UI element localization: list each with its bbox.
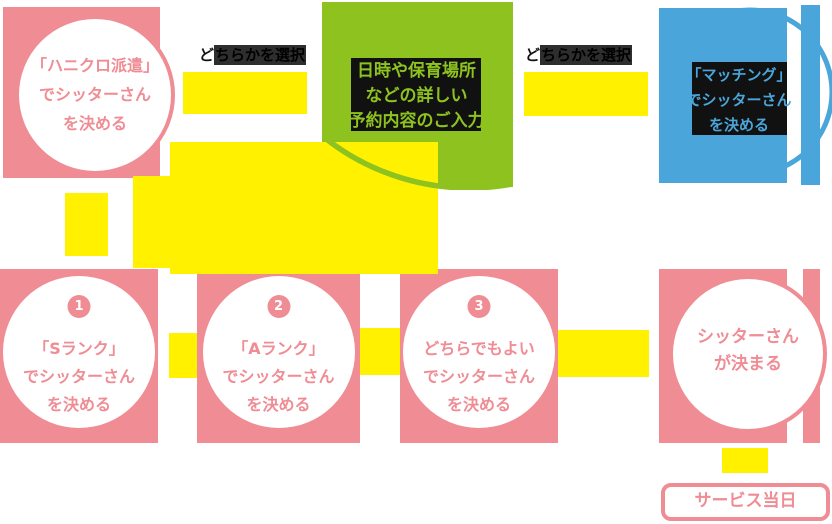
- step-badge-1: 1: [67, 295, 91, 318]
- rank-s-step-box: 1 「Sランク」 でシッターさん を決める: [0, 269, 158, 443]
- select-label-right-highlight: ちらかを選択: [540, 45, 633, 65]
- rank-a-line-3: を決める: [246, 395, 311, 414]
- decided-circle: シッターさん が決まる: [669, 275, 827, 433]
- reservation-input-line-1: 日時や保育場所: [357, 61, 476, 81]
- rank-s-line-2: でシッターさん: [22, 367, 135, 386]
- dispatch-circle: [15, 15, 175, 175]
- reservation-input-text-backdrop: [351, 58, 481, 131]
- select-label-right: どちらかを選択: [525, 44, 633, 65]
- rank-a-label: 「Aランク」 でシッターさん を決める: [197, 335, 360, 419]
- matching-side-strip: [801, 5, 820, 185]
- either-label: どちらでもよい でシッターさん を決める: [400, 335, 558, 419]
- decided-line-1: シッターさん: [697, 327, 799, 347]
- flow-blob-main: [170, 142, 438, 274]
- dispatch-line-2: でシッターさん: [38, 85, 151, 104]
- select-label-left-prefix: ど: [199, 46, 215, 64]
- arrow-left-block: [183, 72, 307, 114]
- either-line-2: でシッターさん: [422, 367, 535, 386]
- reservation-input-line-2: などの詳しい: [365, 86, 468, 106]
- reservation-input-label: 日時や保育場所 などの詳しい 予約内容のご入力: [316, 59, 517, 134]
- dispatch-line-1: 「ハニクロ派遣」: [30, 56, 159, 75]
- select-label-left: どちらかを選択: [199, 44, 307, 65]
- either-step-box: 3 どちらでもよい でシッターさん を決める: [400, 269, 558, 443]
- either-line-1: どちらでもよい: [423, 339, 535, 358]
- connector-step3-decided: [558, 330, 649, 377]
- rank-s-label: 「Sランク」 でシッターさん を決める: [0, 335, 158, 419]
- connector-step1-step2: [169, 333, 202, 378]
- decided-line-2: が決まる: [714, 354, 782, 374]
- rank-s-line-3: を決める: [46, 395, 111, 414]
- rank-a-line-1: 「Aランク」: [232, 339, 325, 358]
- rank-a-step-box: 2 「Aランク」 でシッターさん を決める: [197, 269, 360, 443]
- rank-s-line-1: 「Sランク」: [33, 339, 125, 358]
- dispatch-label: 「ハニクロ派遣」 でシッターさん を決める: [5, 51, 185, 138]
- dispatch-down-arrow: [65, 193, 108, 256]
- step-badge-2: 2: [267, 295, 290, 318]
- select-label-left-highlight: ちらかを選択: [214, 45, 307, 65]
- flow-blob-left: [133, 176, 178, 268]
- either-line-3: を決める: [446, 395, 511, 414]
- arrow-right-block: [524, 72, 648, 116]
- step-badge-3: 3: [467, 295, 491, 318]
- service-down-arrow: [722, 448, 768, 473]
- service-day-label: サービス当日: [694, 491, 797, 511]
- service-day-box: サービス当日: [661, 483, 830, 521]
- dispatch-line-3: を決める: [62, 114, 127, 133]
- connector-step2-step3: [358, 328, 402, 375]
- dispatch-step-box: 「ハニクロ派遣」 でシッターさん を決める: [3, 7, 175, 178]
- matching-step-box: 「マッチング」 でシッターさん を決める: [659, 8, 792, 183]
- rank-a-line-2: でシッターさん: [222, 367, 335, 386]
- reservation-input-line-3: 予約内容のご入力: [348, 111, 485, 131]
- select-label-right-prefix: ど: [525, 46, 541, 64]
- decided-label: シッターさん が決まる: [673, 279, 823, 378]
